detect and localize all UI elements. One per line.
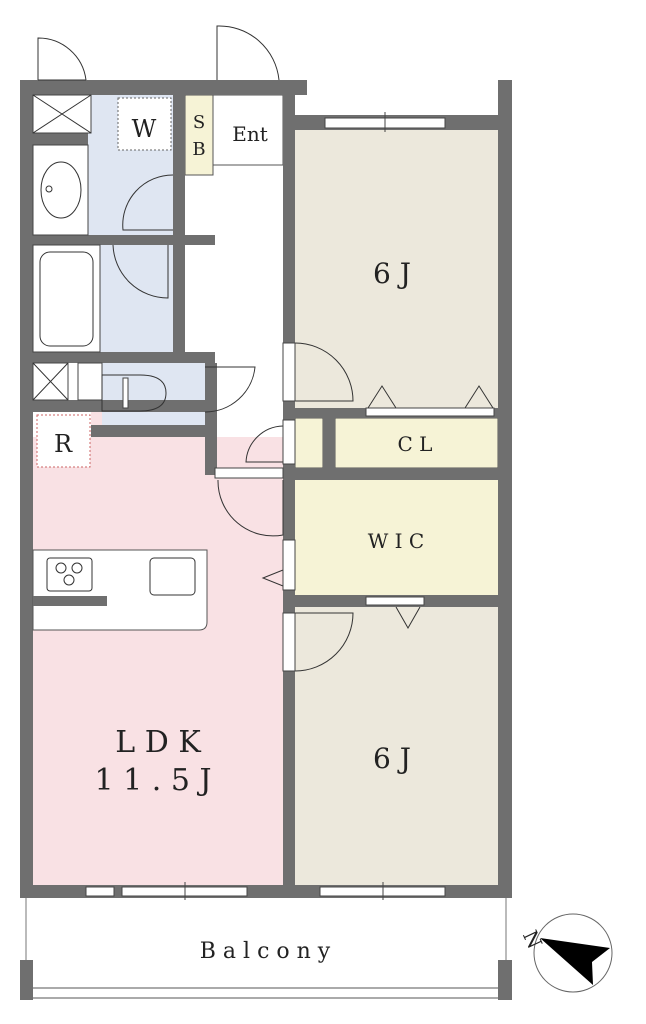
bath-floor bbox=[100, 245, 173, 352]
compass-arrow-icon bbox=[540, 938, 610, 985]
shoe-box-label-b: B bbox=[192, 139, 205, 160]
bedroom-south-floor bbox=[295, 607, 498, 885]
balcony-label: B a l c o n y bbox=[200, 939, 331, 964]
windows bbox=[85, 112, 446, 900]
washing-machine-space bbox=[117, 97, 172, 151]
kitchen-counter bbox=[32, 549, 208, 631]
closet-small-floor bbox=[294, 417, 324, 469]
bathtub bbox=[32, 244, 101, 353]
fridge-label: R bbox=[54, 430, 73, 458]
toilet-floor bbox=[102, 363, 205, 425]
sink-icon bbox=[149, 557, 196, 596]
bathtub-icon bbox=[39, 251, 94, 347]
ldk-floor bbox=[33, 437, 283, 885]
shoe-box bbox=[184, 94, 214, 176]
bedroom-south-label: 6 J bbox=[373, 742, 411, 775]
shoe-box-label-s: S bbox=[193, 112, 205, 133]
entrance-label: Ent bbox=[232, 122, 268, 146]
balcony bbox=[20, 898, 512, 1000]
wic-label: W I C bbox=[368, 529, 424, 553]
toilet-icon bbox=[101, 374, 167, 412]
north-compass: N bbox=[518, 913, 613, 993]
toilet-tank-area bbox=[77, 362, 103, 401]
bedroom-north-floor bbox=[295, 130, 498, 408]
washroom-label: W bbox=[132, 115, 157, 143]
washbasin-counter bbox=[32, 144, 89, 236]
stove-icon bbox=[46, 557, 93, 592]
closet-floor bbox=[334, 417, 499, 469]
doors bbox=[37, 25, 494, 672]
closet-label: C L bbox=[398, 432, 433, 456]
fridge-space bbox=[36, 414, 91, 468]
wic-floor bbox=[295, 480, 498, 595]
ldk-size-label: 1 1 . 5 J bbox=[95, 763, 212, 798]
washbasin-icon bbox=[40, 161, 82, 219]
ldk-label: L D K bbox=[115, 725, 201, 760]
bedroom-north-label: 6 J bbox=[373, 257, 411, 290]
